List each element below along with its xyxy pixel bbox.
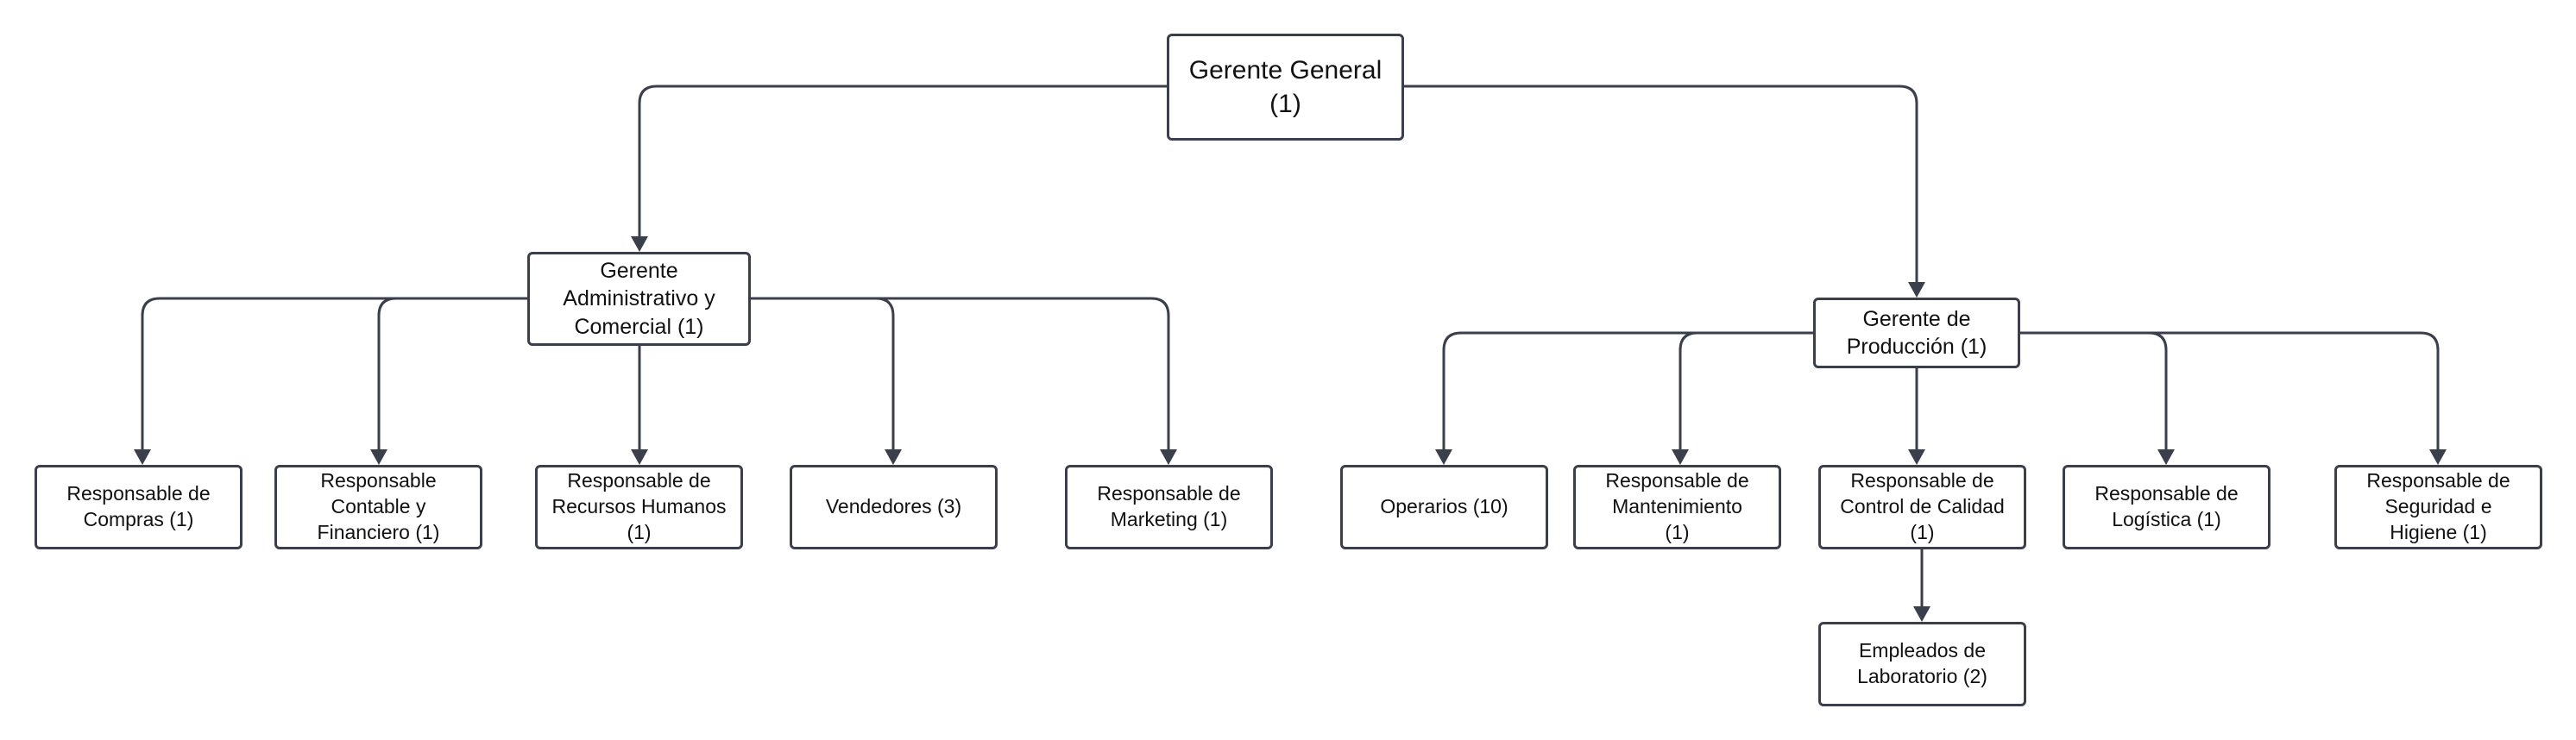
connector-general-admin [638,85,1167,238]
arrowhead [1908,282,1925,298]
node-responsable-mantenimiento: Responsable de Mantenimiento (1) [1573,465,1781,549]
node-gerente-general: Gerente General (1) [1167,34,1404,141]
node-vendedores: Vendedores (3) [790,465,998,549]
node-label: Responsable de Marketing (1) [1097,482,1241,530]
arrowhead [1908,449,1925,465]
node-label: Gerente de Producción (1) [1846,306,1987,360]
node-empleados-laboratorio: Empleados de Laboratorio (2) [1818,622,2026,706]
arrowhead [2429,449,2447,465]
arrowhead [631,449,648,465]
connector-admin-marketing [751,297,1170,451]
node-gerente-administrativo: Gerente Administrativo y Comercial (1) [527,252,751,346]
connector-produccion-mantenimiento [1678,331,1813,451]
connector-admin-contable [377,297,527,451]
connector-admin-compras [141,297,527,451]
arrowhead [885,449,902,465]
arrowhead [2157,449,2175,465]
node-label: Responsable de Control de Calidad (1) [1840,469,2005,543]
connector-produccion-seguridad [2020,331,2440,451]
node-operarios: Operarios (10) [1340,465,1548,549]
node-label: Gerente General (1) [1188,56,1382,118]
node-responsable-marketing: Responsable de Marketing (1) [1065,465,1273,549]
node-responsable-seguridad: Responsable de Seguridad e Higiene (1) [2334,465,2542,549]
node-label: Responsable Contable y Financiero (1) [317,469,440,543]
node-label: Responsable de Mantenimiento (1) [1605,469,1749,543]
node-label: Vendedores (3) [825,495,962,518]
arrowhead [1435,449,1452,465]
node-responsable-calidad: Responsable de Control de Calidad (1) [1818,465,2026,549]
connector-produccion-operarios [1442,331,1813,451]
node-responsable-compras: Responsable de Compras (1) [35,465,242,549]
node-label: Responsable de Seguridad e Higiene (1) [2366,469,2510,543]
connector-produccion-logistica [2020,331,2168,451]
arrowhead [370,449,387,465]
node-label: Gerente Administrativo y Comercial (1) [563,258,715,339]
arrowhead [1160,449,1177,465]
node-label: Operarios (10) [1380,495,1508,518]
node-label: Responsable de Recursos Humanos (1) [551,469,727,543]
arrowhead [631,236,648,252]
connector-admin-vendedores [751,297,895,451]
arrowhead [134,449,151,465]
arrowhead [1672,449,1689,465]
node-gerente-produccion: Gerente de Producción (1) [1813,298,2020,368]
arrowhead [1913,606,1930,622]
connector-general-produccion [1404,85,1918,284]
node-responsable-logistica: Responsable de Logística (1) [2063,465,2271,549]
node-responsable-rrhh: Responsable de Recursos Humanos (1) [535,465,743,549]
node-label: Empleados de Laboratorio (2) [1857,639,1987,687]
node-label: Responsable de Logística (1) [2094,482,2239,530]
node-responsable-contable: Responsable Contable y Financiero (1) [274,465,482,549]
node-label: Responsable de Compras (1) [66,482,211,530]
